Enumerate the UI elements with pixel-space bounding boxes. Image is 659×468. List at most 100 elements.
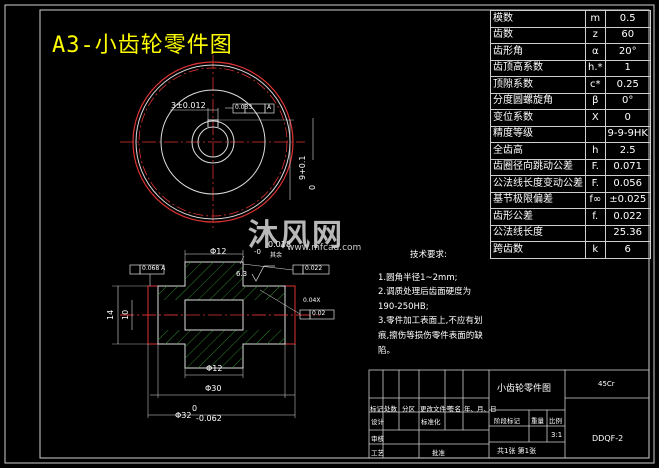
bore-dim: Φ12 [210,247,227,256]
pitch-circle [138,67,288,217]
tb-approve: 批准 [432,449,445,457]
tech-heading: 技术要求: [410,250,447,260]
bore-outer [191,120,235,164]
drawing-title: A3-小齿轮零件图 [52,33,233,58]
param-symbol: h.* [585,59,606,77]
tb-process: 工艺 [371,449,384,457]
param-name: 顶隙系数 [490,76,586,94]
param-value: 0.5 [604,10,651,28]
param-symbol: m [585,10,606,28]
tb-stage: 阶段标记 [494,417,520,425]
tb-label: 年、月、日 [464,405,497,413]
tb-part-name: 小齿轮零件图 [497,384,552,394]
param-symbol: h [585,142,606,160]
param-value: 0.25 [604,76,651,94]
tech-line: 2.调质处理后齿面硬度为 [378,287,472,298]
runout-2: 0.022 [305,265,323,272]
gdt-value: 0.033 [235,104,253,111]
param-name: 齿圈径向跳动公差 [490,158,586,176]
tb-std: 标准化 [421,418,441,426]
tb-review: 审核 [371,435,384,443]
param-symbol: f. [585,208,606,226]
title-block [368,369,650,459]
technical-requirements: 技术要求: 1.圆角半径1~2mm; 2.调质处理后齿面硬度为 190-250H… [378,248,483,358]
param-name: 分度圆螺旋角 [490,92,586,110]
bore-tol: 0.018 [268,240,291,249]
param-name: 齿顶高系数 [490,59,586,77]
param-name: 全齿高 [490,142,586,160]
hub-dim: Φ12 [206,364,223,373]
front-view [120,55,314,230]
outer-dim: Φ32 [175,411,192,420]
tb-material: 45Cr [598,380,615,388]
tech-line: 3.零件加工表面上,不应有划 [378,316,483,327]
param-value: 9-9-9HK [604,125,651,143]
tb-scale-label: 比例 [549,417,562,425]
param-row: 精度等级 9-9-9HK [490,125,651,143]
param-value: ±0.025 [604,191,651,209]
outer-border [4,4,655,464]
param-symbol: F. [585,175,606,193]
param-symbol [585,125,606,143]
outer-tol-up: 0 [192,404,198,413]
chamfer: 0.04X [303,297,321,304]
tb-scale: 3:1 [551,431,563,439]
param-name: 模数 [490,10,586,28]
param-name: 精度等级 [490,125,586,143]
param-value: 60 [604,26,651,44]
left-gdt: 0.068 A [142,265,166,272]
param-name: 基节极限偏差 [490,191,586,209]
param-value: 0.056 [604,175,651,193]
param-value: 1 [604,59,651,77]
section-view [112,250,335,418]
gdt-datum: A [267,104,272,111]
keyway-height-dim: 9+0.1 [298,155,307,180]
keyway [207,119,219,127]
param-value: 0.022 [604,208,651,226]
tech-line: 190-250HB; [378,301,429,312]
param-name: 公法线长度 [490,224,586,242]
tb-label: 标记 [370,405,383,413]
param-symbol: F. [585,158,606,176]
param-symbol: c* [585,76,606,94]
tb-sheet: 共1张 第1张 [497,447,537,455]
keyway-height-dim2: 0 [308,184,317,190]
tb-code: DDQF-2 [592,434,624,443]
keyway-width-dim: 3±0.012 [171,101,206,110]
param-value: 20° [604,43,651,61]
param-value: 6 [604,241,651,259]
param-value: 2.5 [604,142,651,160]
note-other: 其余 [270,252,283,259]
tb-label: 更改文件号 [420,405,453,413]
outer-circle [132,61,294,223]
param-symbol [585,224,606,242]
tech-line: 1.圆角半径1~2mm; [378,272,458,283]
tb-design: 设计 [371,418,384,426]
param-name: 公法线长度变动公差 [490,175,586,193]
param-name: 齿形角 [490,43,586,61]
outer-tol-dn: -0.062 [196,414,222,423]
hub-big-dim: Φ30 [205,384,222,393]
watermark-url: www.mfcad.com [287,243,362,253]
param-name: 跨齿数 [490,241,586,259]
param-value: 0.071 [604,158,651,176]
param-value: 25.36 [604,224,651,242]
param-value: 0° [604,92,651,110]
param-symbol: k [585,241,606,259]
tb-label: 分区 [402,405,415,413]
param-symbol: z [585,26,606,44]
param-row: 公法线长度 25.36 [490,224,651,242]
param-symbol: β [585,92,606,110]
